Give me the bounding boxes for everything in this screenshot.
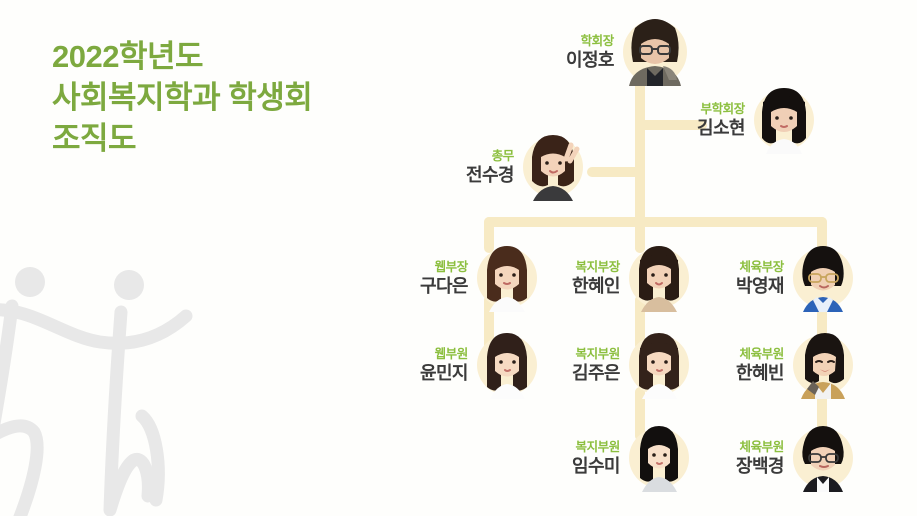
node-web-member-1[interactable]: 웹부원 윤민지 [420,333,537,399]
node-vicechair-role: 부학회장 [700,101,745,116]
portrait-photo [800,333,845,399]
two-people-figures-icon [0,267,193,516]
node-vicechair-name: 김소현 [697,118,745,139]
portrait-photo [638,333,679,399]
node-sports-member-1-role: 체육부원 [739,346,784,361]
portrait-photo [802,246,844,312]
page-title: 2022학년도 사회복지학과 학생회 조직도 [52,36,313,159]
avatar-sports-member-1 [792,333,853,399]
node-sports-member-2-role: 체육부원 [739,439,784,454]
node-treasurer-text: 총무 전수경 [466,150,523,185]
node-chair-role: 학회장 [580,33,615,48]
avatar-sports-member-2 [792,426,853,492]
node-web-head-name: 구다은 [420,276,468,297]
avatar-chair [622,19,687,86]
node-chair[interactable]: 학회장 이정호 [566,19,687,86]
avatar-vicechair [753,88,814,154]
node-web-member-1-text: 웹부원 윤민지 [420,348,477,383]
portrait-photo [486,246,527,312]
node-welfare-head[interactable]: 복지부장 한혜인 [572,246,689,312]
node-sports-member-2-text: 체육부원 장백경 [736,441,793,476]
node-welfare-member-1-text: 복지부원 김주은 [572,348,629,383]
node-web-head-role: 웹부장 [434,259,469,274]
node-welfare-head-role: 복지부장 [575,259,620,274]
portrait-photo [761,88,806,154]
node-sports-head-text: 체육부장 박영재 [736,261,793,296]
title-line-1: 2022학년도 [52,39,204,74]
portrait-photo [638,246,679,312]
node-vicechair[interactable]: 부학회장 김소현 [697,88,814,154]
node-sports-member-1[interactable]: 체육부원 한혜빈 [736,333,853,399]
avatar-web-member-1 [476,333,537,399]
portrait-photo [486,333,527,399]
node-sports-member-2-name: 장백경 [736,456,784,477]
portrait-photo [628,19,681,86]
avatar-welfare-member-1 [628,333,689,399]
node-sports-member-2[interactable]: 체육부원 장백경 [736,426,853,492]
node-sports-member-1-text: 체육부원 한혜빈 [736,348,793,383]
avatar-sports-head [792,246,853,312]
node-welfare-member-2-name: 임수미 [572,456,620,477]
node-vicechair-text: 부학회장 김소현 [697,103,754,138]
title-line-3: 조직도 [52,121,137,156]
node-treasurer-role: 총무 [491,148,515,163]
node-sports-head-role: 체육부장 [739,259,784,274]
node-sports-head-name: 박영재 [736,276,784,297]
portrait-photo [802,426,844,492]
node-web-member-1-role: 웹부원 [434,346,469,361]
node-welfare-member-2-text: 복지부원 임수미 [572,441,629,476]
avatar-web-head [476,246,537,312]
avatar-treasurer [522,135,583,201]
node-welfare-member-2-role: 복지부원 [575,439,620,454]
node-chair-name: 이정호 [566,50,614,71]
node-welfare-head-name: 한혜인 [572,276,620,297]
node-welfare-member-2[interactable]: 복지부원 임수미 [572,426,689,492]
node-welfare-head-text: 복지부장 한혜인 [572,261,629,296]
avatar-welfare-member-2 [628,426,689,492]
node-welfare-member-1-name: 김주은 [572,363,620,384]
avatar-welfare-head [628,246,689,312]
node-sports-head[interactable]: 체육부장 박영재 [736,246,853,312]
node-chair-text: 학회장 이정호 [566,35,623,70]
portrait-photo [639,426,678,492]
node-sports-member-1-name: 한혜빈 [736,363,784,384]
node-web-member-1-name: 윤민지 [420,363,468,384]
node-web-head-text: 웹부장 구다은 [420,261,477,296]
node-treasurer-name: 전수경 [466,165,514,186]
node-welfare-member-1-role: 복지부원 [575,346,620,361]
node-web-head[interactable]: 웹부장 구다은 [420,246,537,312]
node-welfare-member-1[interactable]: 복지부원 김주은 [572,333,689,399]
title-line-2: 사회복지학과 학생회 [52,80,313,115]
portrait-photo [531,135,580,201]
node-treasurer[interactable]: 총무 전수경 [466,135,583,201]
